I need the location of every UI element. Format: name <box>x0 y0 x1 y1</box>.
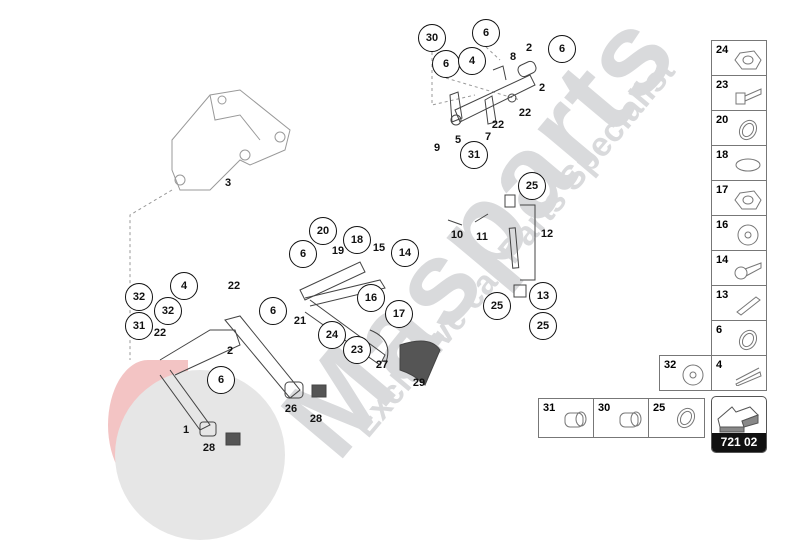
part-label: 7 <box>484 131 492 143</box>
callout: 17 <box>385 300 413 328</box>
washer-icon <box>738 119 758 141</box>
legend-number: 31 <box>543 402 556 414</box>
legend-number: 6 <box>716 324 723 336</box>
callout: 6 <box>432 50 460 78</box>
legend-item-flat-washer[interactable]: 16 <box>711 215 767 251</box>
part-label: 26 <box>284 403 298 415</box>
callout: 6 <box>259 297 287 325</box>
callout: 31 <box>125 312 153 340</box>
pin-icon <box>736 296 761 316</box>
callout: 25 <box>529 312 557 340</box>
part-label: 28 <box>202 442 216 454</box>
callout: 20 <box>309 217 337 245</box>
leader-lines <box>129 46 521 360</box>
part-label: 3 <box>224 177 232 189</box>
legend-item-key[interactable]: 4 <box>711 355 767 391</box>
bracket-part <box>171 89 291 191</box>
diagram-code: 721 02 <box>712 433 766 452</box>
washer-icon <box>676 407 696 429</box>
part-label: 27 <box>375 359 389 371</box>
key-icon <box>735 367 762 386</box>
diagram-code-badge: 721 02 <box>711 396 767 453</box>
part-label: 9 <box>433 142 441 154</box>
bolt-icon <box>735 88 762 105</box>
legend-number: 17 <box>716 184 729 196</box>
legend-number: 20 <box>716 114 729 126</box>
screw-icon <box>734 262 762 280</box>
callout: 31 <box>460 141 488 169</box>
legend-number: 25 <box>653 402 666 414</box>
callout: 23 <box>343 336 371 364</box>
bushing-icon <box>619 411 642 428</box>
upper-shaft-assembly <box>449 60 537 126</box>
callout: 32 <box>154 297 182 325</box>
part-label: 5 <box>454 134 462 146</box>
legend-item-nut[interactable]: 24 <box>711 40 767 76</box>
callout: 16 <box>357 284 385 312</box>
part-label: 28 <box>309 413 323 425</box>
callout: 24 <box>318 321 346 349</box>
callout: 6 <box>472 19 500 47</box>
legend-item-circlip[interactable]: 18 <box>711 145 767 181</box>
view-arrow-icon <box>717 406 759 433</box>
callout: 4 <box>458 47 486 75</box>
part-label: 2 <box>525 42 533 54</box>
callout: 18 <box>343 226 371 254</box>
legend-item-flat-washer[interactable]: 32 <box>659 355 712 391</box>
callout: 25 <box>483 292 511 320</box>
washer-icon <box>738 329 758 351</box>
part-label: 10 <box>450 229 464 241</box>
legend-number: 13 <box>716 289 729 301</box>
part-label: 15 <box>372 242 386 254</box>
legend-number: 30 <box>598 402 611 414</box>
callout: 6 <box>207 366 235 394</box>
circlip-icon <box>735 158 761 172</box>
legend-item-washer[interactable]: 20 <box>711 110 767 146</box>
flat-washer-icon <box>737 224 759 246</box>
legend-number: 24 <box>716 44 729 56</box>
part-label: 22 <box>518 107 532 119</box>
legend-item-pin[interactable]: 13 <box>711 285 767 321</box>
legend-number: 4 <box>716 359 723 371</box>
legend-item-washer[interactable]: 6 <box>711 320 767 356</box>
legend-item-washer[interactable]: 25 <box>648 398 705 438</box>
legend-number: 14 <box>716 254 729 266</box>
part-label: 21 <box>293 315 307 327</box>
legend-item-screw[interactable]: 14 <box>711 250 767 286</box>
callout: 6 <box>289 240 317 268</box>
callout: 6 <box>548 35 576 63</box>
callout: 14 <box>391 239 419 267</box>
legend-item-nut[interactable]: 17 <box>711 180 767 216</box>
part-label: 11 <box>476 231 488 243</box>
part-label: 2 <box>538 82 546 94</box>
flat-washer-icon <box>682 364 704 386</box>
legend-number: 23 <box>716 79 729 91</box>
pedal-assembly <box>159 261 441 446</box>
part-label: 1 <box>182 424 190 436</box>
bushing-icon <box>564 411 587 428</box>
part-label: 8 <box>509 51 517 63</box>
callout: 13 <box>529 282 557 310</box>
legend-item-bolt[interactable]: 23 <box>711 75 767 111</box>
pushrod-assembly <box>447 194 536 298</box>
nut-icon <box>734 50 762 70</box>
part-label: 19 <box>331 245 345 257</box>
legend-item-bushing[interactable]: 31 <box>538 398 594 438</box>
callout: 32 <box>125 283 153 311</box>
callout: 4 <box>170 272 198 300</box>
part-label: 2 <box>226 345 234 357</box>
callout: 25 <box>518 172 546 200</box>
part-label: 22 <box>153 327 167 339</box>
legend-number: 32 <box>664 359 677 371</box>
callout: 30 <box>418 24 446 52</box>
part-label: 29 <box>412 377 426 389</box>
part-label: 22 <box>227 280 241 292</box>
legend-item-bushing[interactable]: 30 <box>593 398 649 438</box>
parts-drawing <box>129 46 537 446</box>
part-label: 22 <box>491 119 505 131</box>
nut-icon <box>734 190 762 210</box>
legend-number: 18 <box>716 149 729 161</box>
legend-number: 16 <box>716 219 729 231</box>
part-label: 12 <box>540 228 554 240</box>
